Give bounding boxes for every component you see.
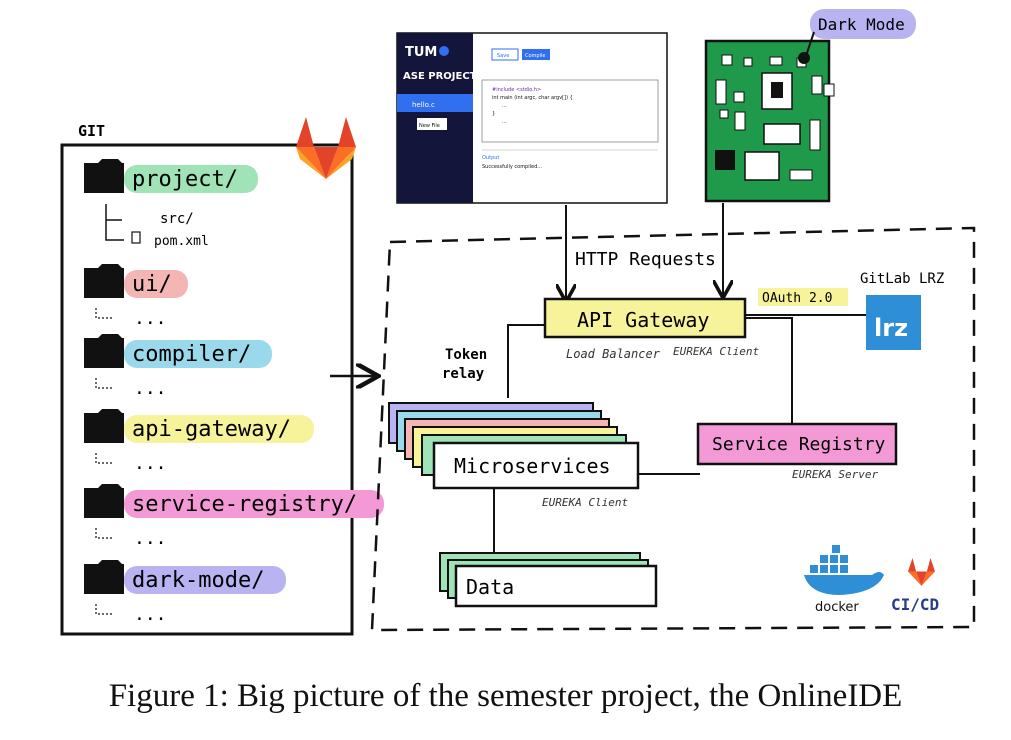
git-label: GIT (78, 122, 105, 140)
http-requests-label: HTTP Requests (575, 249, 716, 270)
child-item: ... (134, 528, 167, 549)
lrz-logo-text: lrz (874, 314, 908, 342)
tree-connector (95, 308, 112, 319)
architecture-diagram: GIT project/src/pom.xmlui/...compiler/..… (60, 9, 976, 636)
file-icon (131, 231, 141, 244)
folder-highlight (124, 340, 272, 368)
folder-name: ui/ (132, 272, 172, 297)
microservices-eureka-client-label: EUREKA Client (542, 496, 628, 509)
folder-item: dark-mode/... (84, 560, 286, 625)
folder-item: project/src/pom.xml (84, 159, 258, 249)
git-box (60, 143, 354, 636)
ide-output-label: Output (482, 155, 499, 161)
folder-icon (84, 560, 124, 594)
folder-name: api-gateway/ (132, 417, 291, 442)
folder-highlight (124, 415, 314, 443)
api-gateway-box (543, 297, 747, 339)
folder-name: service-registry/ (132, 492, 357, 517)
dark-mode-board (704, 39, 835, 203)
child-item: ... (134, 453, 167, 474)
ide-logo-circle-icon (439, 46, 449, 56)
api-gateway-label: API Gateway (577, 308, 709, 332)
code-line: #include <stdio.h> (492, 87, 541, 93)
eureka-server-label: EUREKA Server (792, 468, 878, 481)
folder-icon (84, 484, 124, 518)
dark-mode-badge (810, 9, 916, 39)
ide-output-text: Successfully compiled... (482, 164, 542, 170)
ide-title: ASE PROJECT (403, 71, 477, 82)
child-item: ... (134, 378, 167, 399)
child-item: ... (134, 604, 167, 625)
ide-new-file-label: New File (419, 123, 440, 129)
folder-icon (84, 334, 124, 368)
tree-connector (95, 378, 112, 389)
figure-caption: Figure 1: Big picture of the semester pr… (108, 678, 903, 714)
docker-label: docker (815, 600, 859, 615)
ide-screenshot: TUM ASE PROJECT hello.c New File Save Co… (396, 32, 668, 204)
folder-item: api-gateway/... (84, 409, 314, 474)
ide-logo: TUM (405, 45, 437, 60)
folder-icon (84, 264, 124, 298)
tree-connector (95, 604, 112, 615)
lrz-logo (866, 295, 921, 350)
data-label: Data (466, 575, 514, 599)
tree-connector (105, 204, 124, 241)
ide-save-button[interactable] (491, 48, 519, 61)
folder-name: project/ (132, 167, 238, 192)
folder-name: dark-mode/ (132, 568, 264, 593)
folder-name: compiler/ (132, 342, 251, 367)
cicd-label: CI/CD (891, 595, 939, 614)
code-line: int main (int argc, char argv[]) { (492, 95, 573, 101)
code-line: ... (502, 119, 507, 125)
oauth-label: OAuth 2.0 (762, 291, 832, 306)
load-balancer-label: Load Balancer (566, 347, 661, 361)
folder-item: compiler/... (84, 334, 272, 399)
ide-compile-label: Compile (525, 53, 545, 59)
gateway-eureka-client-label: EUREKA Client (673, 345, 759, 358)
microservices-stack (388, 402, 640, 490)
gitlab-logo (296, 117, 356, 179)
folder-highlight (124, 165, 258, 193)
ide-new-file-button[interactable] (417, 118, 447, 130)
dark-mode-label: Dark Mode (818, 15, 905, 34)
gateway-to-registry-line (745, 317, 793, 424)
token-relay-label-2: relay (442, 366, 485, 382)
data-stack (439, 552, 658, 608)
folder-item: ui/... (84, 264, 188, 329)
microservices-label: Microservices (454, 454, 611, 478)
folder-item: service-registry/... (84, 484, 384, 549)
ide-file-label: hello.c (412, 101, 435, 109)
token-relay-label-1: Token (445, 347, 487, 363)
folder-highlight (124, 490, 384, 518)
docker-logo (804, 545, 884, 595)
code-line: } (492, 111, 495, 117)
folder-highlight (124, 270, 188, 298)
child-item: ... (134, 308, 167, 329)
folder-icon (84, 159, 124, 193)
tree-connector (95, 528, 112, 539)
tree-connector (95, 453, 112, 464)
code-line: ... (502, 103, 507, 109)
folder-icon (84, 409, 124, 443)
child-item: src/ (160, 211, 194, 227)
ide-code-editor[interactable] (481, 79, 659, 143)
oauth-highlight (758, 288, 848, 306)
service-registry-box (696, 422, 898, 466)
ide-compile-button[interactable] (522, 49, 550, 60)
cicd-gitlab-icon (908, 558, 935, 586)
ide-file-item[interactable] (397, 94, 473, 112)
child-item: pom.xml (154, 234, 209, 249)
gateway-to-microservices-line (507, 324, 545, 398)
service-registry-label: Service Registry (712, 434, 886, 455)
gitlab-lrz-label: GitLab LRZ (860, 271, 944, 287)
folder-highlight (124, 566, 286, 594)
ide-save-label: Save (497, 53, 509, 59)
